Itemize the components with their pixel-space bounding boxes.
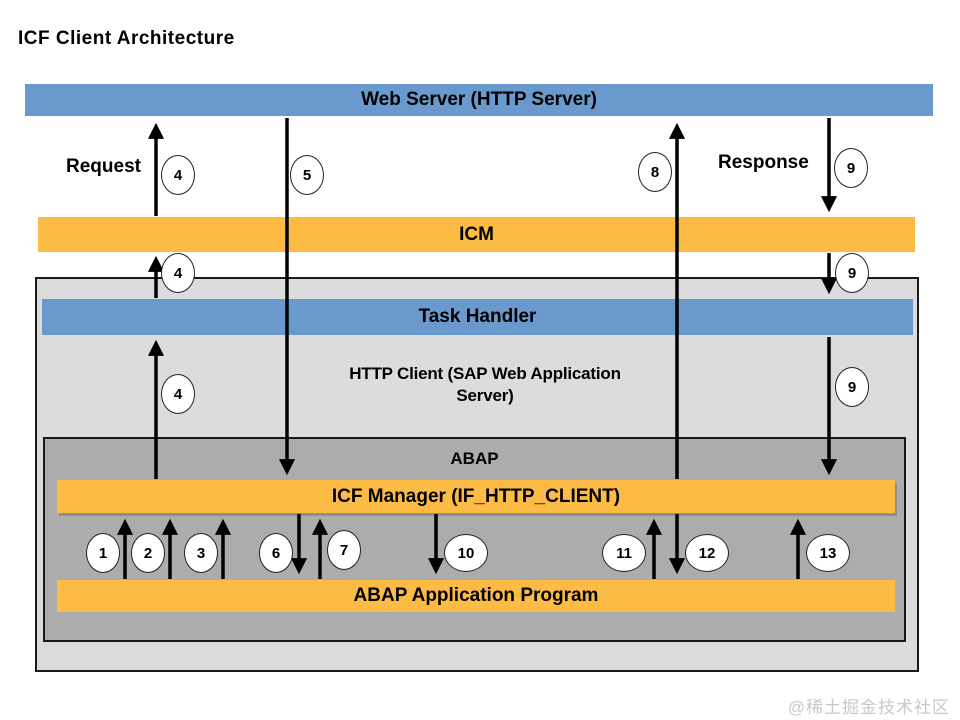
step-circle-9-top: 9 bbox=[834, 148, 868, 188]
layer-web-server: Web Server (HTTP Server) bbox=[25, 84, 933, 116]
layer-icm: ICM bbox=[38, 217, 915, 252]
layer-web-server-label: Web Server (HTTP Server) bbox=[361, 89, 597, 110]
layer-icf-manager-label: ICF Manager (IF_HTTP_CLIENT) bbox=[331, 485, 621, 507]
step-circle-4-mid: 4 bbox=[161, 253, 195, 293]
step-circle-11: 11 bbox=[602, 534, 646, 572]
response-label: Response bbox=[718, 152, 809, 173]
step-circle-4-top: 4 bbox=[161, 155, 195, 195]
request-label: Request bbox=[66, 156, 141, 177]
step-circle-3: 3 bbox=[184, 533, 218, 573]
layer-abap-application-program: ABAP Application Program bbox=[57, 580, 895, 612]
page-title: ICF Client Architecture bbox=[18, 28, 235, 49]
step-circle-1: 1 bbox=[86, 533, 120, 573]
step-circle-5: 5 bbox=[290, 155, 324, 195]
layer-icf-manager: ICF Manager (IF_HTTP_CLIENT) bbox=[57, 480, 895, 513]
watermark: @稀土掘金技术社区 bbox=[787, 698, 950, 717]
layer-abap-application-program-label: ABAP Application Program bbox=[353, 585, 599, 606]
http-client-label: HTTP Client (SAP Web Application Server) bbox=[349, 364, 621, 405]
step-circle-7: 7 bbox=[327, 530, 361, 570]
layer-icm-label: ICM bbox=[459, 223, 494, 245]
step-circle-9-mid: 9 bbox=[835, 253, 869, 293]
step-circle-13: 13 bbox=[806, 534, 850, 572]
step-circle-4-lower: 4 bbox=[161, 374, 195, 414]
step-circle-12: 12 bbox=[685, 534, 729, 572]
step-circle-10: 10 bbox=[444, 534, 488, 572]
layer-task-handler-label: Task Handler bbox=[418, 306, 537, 327]
step-circle-2: 2 bbox=[131, 533, 165, 573]
abap-box-label: ABAP bbox=[450, 449, 499, 468]
layer-task-handler: Task Handler bbox=[42, 299, 913, 335]
step-circle-6: 6 bbox=[259, 533, 293, 573]
step-circle-8: 8 bbox=[638, 152, 672, 192]
step-circle-9-lower: 9 bbox=[835, 367, 869, 407]
